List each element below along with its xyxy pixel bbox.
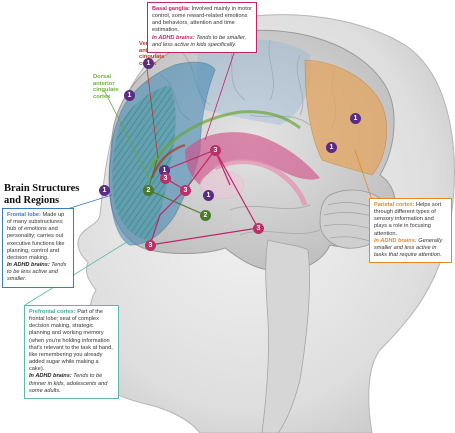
badge-1: 1 bbox=[124, 90, 135, 101]
badge-1: 1 bbox=[350, 113, 361, 124]
badge-3: 3 bbox=[160, 173, 171, 184]
prefrontal-cortex-heading: Prefrontal cortex: bbox=[29, 309, 76, 315]
parietal-cortex-callout: Parietal cortex: Helps sort through diff… bbox=[369, 198, 452, 264]
frontal-lobe-callout: Frontal lobe: Made up of many substructu… bbox=[2, 208, 74, 288]
figure-title: Brain Structures and Regions bbox=[4, 183, 80, 207]
basal-ganglia-heading: Basal ganglia: bbox=[152, 6, 190, 12]
dorsal-cingulate bbox=[148, 110, 301, 169]
basal-ganglia-text: Involved mainly in motor control, some r… bbox=[152, 6, 252, 34]
basal-ganglia-callout: Basal ganglia: Involved mainly in motor … bbox=[147, 2, 257, 53]
frontal-lobe-adhd-text: Tends to be less active and smaller. bbox=[7, 262, 67, 283]
badge-2: 2 bbox=[200, 210, 211, 221]
parietal-region bbox=[304, 59, 388, 176]
prefrontal-cortex-adhd-text: Tends to be thinner in kids, adolescents… bbox=[29, 373, 108, 394]
dorsal-cingulate-label: Dorsal anterior cingulate cortex bbox=[93, 74, 119, 100]
ventral-cingulate bbox=[150, 143, 186, 179]
frontal-lobe-text: Made up of many substructures; hub of em… bbox=[7, 212, 65, 261]
parietal-cortex-adhd-heading: In ADHD brains: bbox=[374, 237, 417, 244]
basal-ganglia-adhd-heading: In ADHD brains: bbox=[152, 34, 195, 41]
badge-2: 2 bbox=[143, 185, 154, 196]
parietal-cortex-text: Helps sort through different types of se… bbox=[374, 202, 442, 237]
badge-1: 1 bbox=[143, 58, 154, 69]
frontal-lobe-heading: Frontal lobe: bbox=[7, 212, 41, 218]
badge-1: 1 bbox=[99, 185, 110, 196]
frontal-lobe-adhd-heading: In ADHD brains: bbox=[7, 262, 50, 269]
badge-3: 3 bbox=[180, 185, 191, 196]
badge-3: 3 bbox=[253, 223, 264, 234]
badge-1: 1 bbox=[326, 142, 337, 153]
prefrontal-cortex-adhd-heading: In ADHD brains: bbox=[29, 373, 72, 380]
prefrontal-cortex-region bbox=[112, 85, 176, 240]
parietal-cortex-adhd-text: Generally smaller and less active in tas… bbox=[374, 237, 443, 259]
badge-1: 1 bbox=[159, 165, 170, 176]
brainstem bbox=[261, 239, 310, 433]
basal-ganglia-adhd-text: Tends to be smaller, and less active in … bbox=[152, 34, 247, 48]
prefrontal-cortex-callout: Prefrontal cortex: Part of the frontal l… bbox=[24, 305, 119, 399]
badge-1: 1 bbox=[203, 190, 214, 201]
prefrontal-cortex-text: Part of the frontal lobe; seat of comple… bbox=[29, 309, 113, 373]
badge-3: 3 bbox=[210, 145, 221, 156]
parietal-cortex-heading: Parietal cortex: bbox=[374, 202, 415, 208]
badge-3: 3 bbox=[145, 240, 156, 251]
